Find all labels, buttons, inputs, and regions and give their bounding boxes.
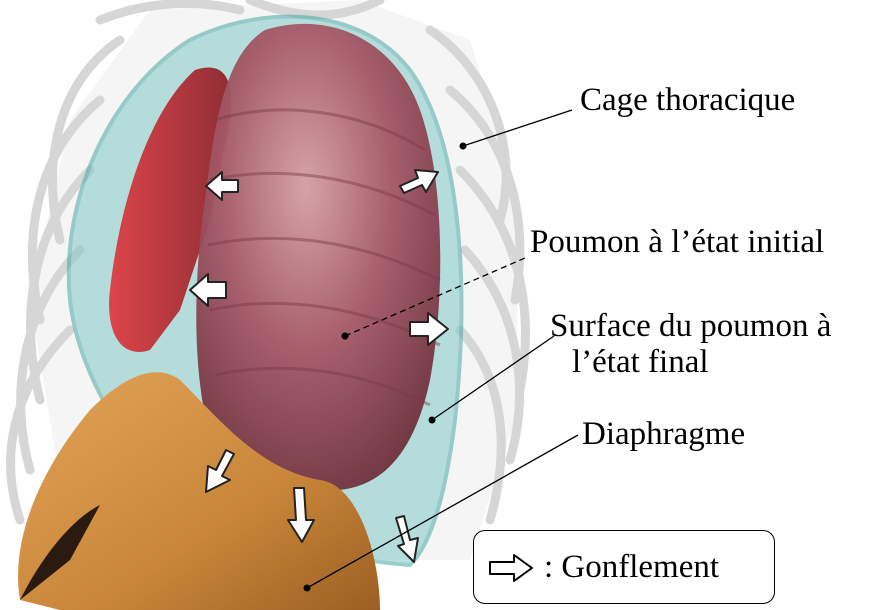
- label-cage-thoracique: Cage thoracique: [580, 84, 795, 117]
- label-surface-line1: Surface du poumon à: [550, 310, 831, 343]
- legend-box: : Gonflement: [473, 530, 775, 604]
- label-surface-line2: l’état final: [572, 346, 709, 379]
- label-poumon-initial: Poumon à l’état initial: [530, 226, 824, 259]
- hollow-right-arrow-icon: [488, 553, 534, 583]
- legend-label: : Gonflement: [544, 551, 719, 584]
- lung-initial: [196, 24, 440, 491]
- label-diaphragme: Diaphragme: [582, 418, 745, 451]
